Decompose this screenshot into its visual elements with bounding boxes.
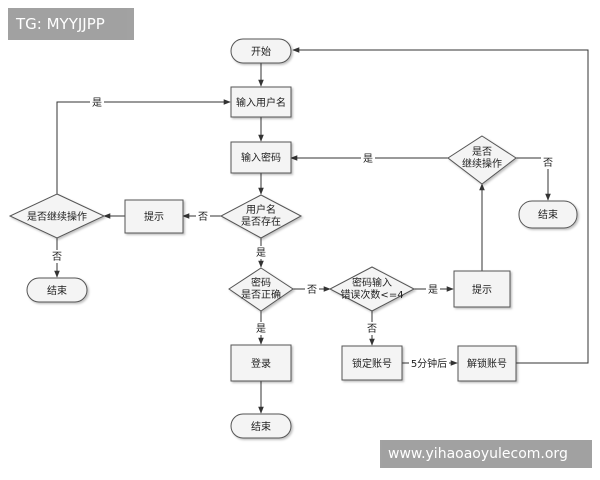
text-prompt-right: 提示: [472, 284, 492, 296]
label-yes-user: 是: [256, 247, 266, 259]
node-pwd-correct: [228, 267, 294, 312]
text-login: 登录: [251, 357, 271, 370]
text-start: 开始: [251, 45, 271, 58]
label-no-pwd: 否: [307, 284, 317, 296]
watermark-bottom-right: www.yihaoaoyulecom.org: [380, 440, 592, 468]
edge-continue-yes-loop: [56, 99, 231, 194]
watermark-top-left: TG: MYYJJPP: [8, 8, 134, 40]
node-prompt-right: [453, 270, 511, 308]
text-pwd-correct-1: 密码: [251, 276, 271, 289]
text-input-user: 输入用户名: [236, 96, 286, 109]
node-lock: [341, 345, 403, 381]
node-start: [230, 38, 292, 64]
edge-unlock-start-loop: [292, 47, 589, 364]
label-no-user: 否: [198, 211, 208, 223]
text-pwd-errors-1: 密码输入: [352, 276, 392, 289]
node-login: [230, 344, 292, 382]
label-yes-errors: 是: [428, 284, 438, 296]
label-no-continue-left: 否: [52, 251, 62, 263]
node-input-pwd: [230, 141, 292, 174]
node-end-right: [518, 200, 578, 229]
node-end-left: [26, 277, 88, 303]
label-yes-pwd: 是: [256, 323, 266, 335]
text-end-bottom: 结束: [251, 420, 271, 433]
node-prompt-left: [124, 199, 184, 234]
node-end-bottom: [230, 413, 292, 439]
text-input-pwd: 输入密码: [241, 151, 281, 164]
text-end-left: 结束: [47, 284, 67, 297]
label-yes-left-top: 是: [92, 97, 102, 109]
text-continue-right-1: 是否: [472, 146, 492, 158]
label-after-5min: 5分钟后: [411, 357, 447, 370]
text-pwd-correct-2: 是否正确: [241, 288, 281, 301]
node-unlock: [457, 345, 517, 382]
label-yes-continue-right: 是: [363, 153, 373, 165]
node-continue-left: [8, 193, 106, 239]
text-pwd-errors-2: 错误次数<=4: [340, 288, 403, 301]
node-user-exists: [219, 194, 303, 239]
text-continue-left: 是否继续操作: [27, 210, 87, 223]
label-no-errors: 否: [367, 323, 377, 335]
text-prompt-left: 提示: [144, 211, 164, 223]
text-user-exists-1: 用户名: [246, 203, 276, 216]
text-lock: 锁定账号: [352, 357, 392, 370]
node-input-user: [230, 86, 292, 118]
text-continue-right-2: 继续操作: [462, 157, 502, 170]
label-no-continue-right: 否: [543, 157, 553, 169]
node-continue-right: [447, 135, 517, 185]
text-end-right: 结束: [538, 208, 558, 221]
text-user-exists-2: 是否存在: [241, 215, 281, 228]
text-unlock: 解锁账号: [467, 357, 507, 370]
node-pwd-errors: [328, 266, 416, 312]
